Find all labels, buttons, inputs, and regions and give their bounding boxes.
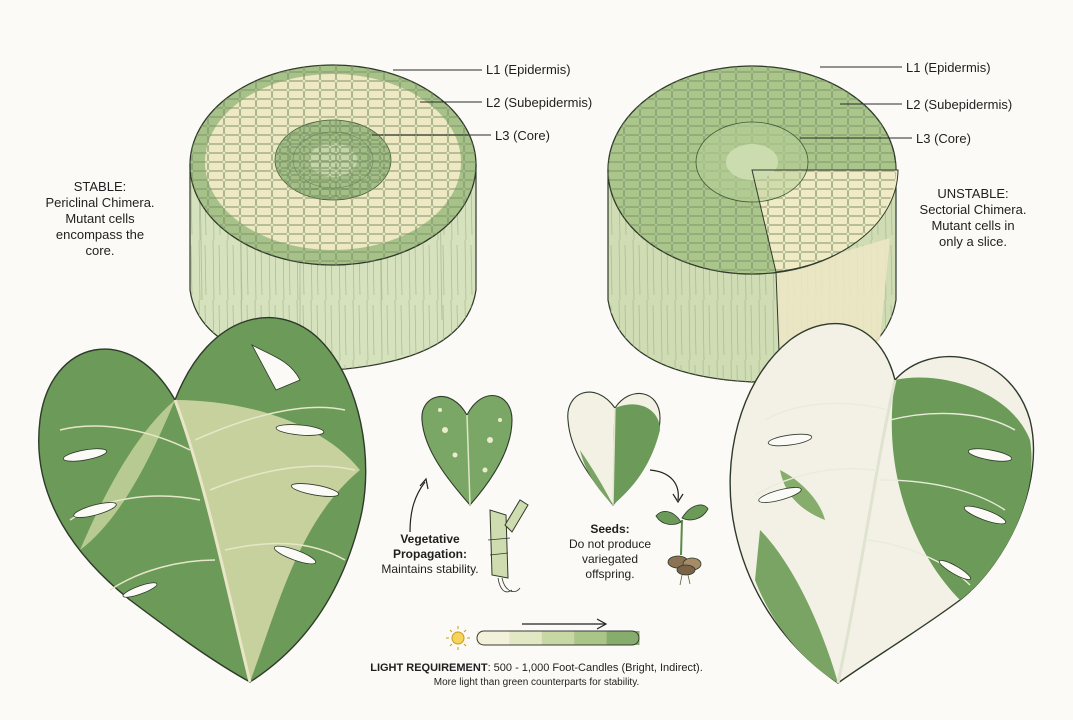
sun-icon (446, 626, 470, 650)
vegetative-arrow (409, 481, 426, 533)
stable-layer-l3-label: L3 (Core) (495, 128, 550, 143)
stable-title: STABLE: (73, 179, 127, 194)
unstable-line-3: only a slice. (939, 234, 1007, 249)
gradient-segment (509, 631, 543, 645)
seeds-line-1: Do not produce (568, 537, 652, 551)
stable-layer-l1-label: L1 (Epidermis) (486, 62, 571, 77)
seedling (655, 504, 709, 586)
seeds-arrow (649, 469, 679, 501)
light-requirement: LIGHT REQUIREMENT: 500 - 1,000 Foot-Cand… (0, 661, 1073, 675)
stable-line-4: core. (85, 243, 115, 258)
stable-line-1: Periclinal Chimera. (45, 195, 155, 210)
gradient-segment (574, 631, 608, 645)
light-requirement-label: LIGHT REQUIREMENT (370, 662, 488, 674)
vegetative-title-2: Propagation: (393, 547, 467, 561)
seeds-line-2: variegated (581, 552, 639, 566)
unstable-layer-l1-label: L1 (Epidermis) (906, 60, 991, 75)
stem-cutting (487, 499, 529, 593)
light-requirement-note: More light than green counterparts for s… (433, 677, 640, 688)
vegetative-caption: Vegetative Propagation: Maintains stabil… (365, 532, 495, 577)
unstable-variegated-leaf (729, 323, 1035, 684)
seed-parent-leaf (567, 391, 661, 506)
stable-line-2: Mutant cells (65, 211, 135, 226)
stable-variegated-leaf (38, 317, 367, 683)
unstable-layer-l2-label: L2 (Subepidermis) (906, 97, 1013, 112)
seeds-caption: Seeds: Do not produce variegated offspri… (555, 522, 665, 582)
unstable-line-2: Mutant cells in (931, 218, 1015, 233)
stable-stem-cross-section (189, 64, 491, 371)
unstable-line-1: Sectorial Chimera. (919, 202, 1027, 217)
vegetative-title-1: Vegetative (400, 532, 460, 546)
gradient-segment (477, 631, 510, 645)
light-requirement-value: : 500 - 1,000 Foot-Candles (Bright, Indi… (487, 662, 703, 674)
stable-layer-l2-label: L2 (Subepidermis) (486, 95, 593, 110)
unstable-title: UNSTABLE: (937, 186, 1009, 201)
unstable-description: UNSTABLE: Sectorial Chimera. Mutant cell… (898, 186, 1048, 250)
vegetative-text: Maintains stability. (381, 562, 479, 576)
gradient-segment (541, 631, 575, 645)
gradient-outline (476, 630, 640, 646)
unstable-layer-l3-label: L3 (Core) (916, 131, 971, 146)
light-arrow (522, 618, 608, 630)
light-gradient-bar (476, 630, 640, 646)
seeds-line-3: offspring. (585, 567, 635, 581)
stable-description: STABLE: Periclinal Chimera. Mutant cells… (30, 179, 170, 259)
stable-line-3: encompass the (55, 227, 145, 242)
gradient-segment (606, 631, 640, 645)
vegetative-small-leaf (421, 395, 513, 506)
seeds-title: Seeds: (590, 522, 630, 536)
